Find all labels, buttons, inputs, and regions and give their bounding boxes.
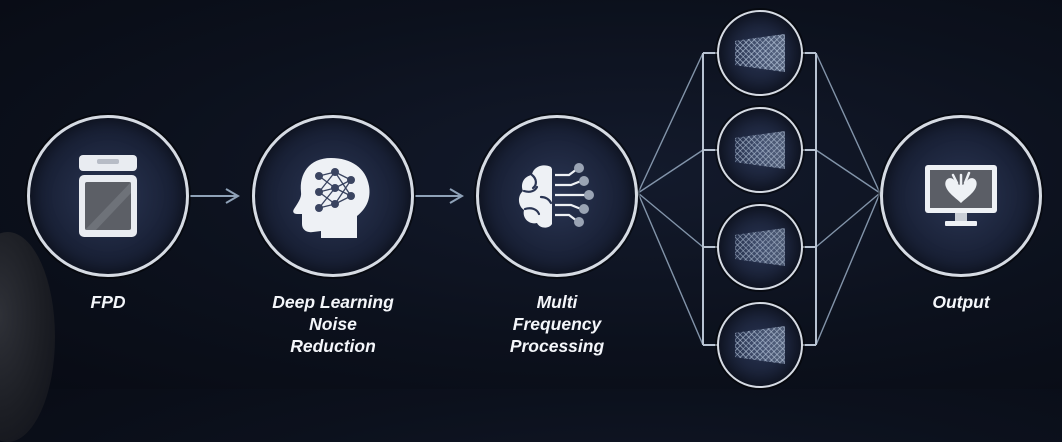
neural-network-head-icon — [293, 158, 370, 238]
frequency-mesh-icon — [735, 228, 785, 266]
frequency-band-node-2 — [717, 107, 803, 193]
deep-learning-label: Deep Learning Noise Reduction — [272, 292, 394, 356]
multi-frequency-node — [476, 115, 638, 277]
output-label: Output — [932, 292, 990, 312]
fpd-node — [27, 115, 189, 277]
arrowhead-fpd-to-dl — [225, 188, 240, 204]
rail-stubs — [703, 52, 816, 346]
monitor-heart-icon — [925, 165, 997, 226]
deep-learning-node — [252, 115, 414, 277]
frequency-mesh-icon — [735, 131, 785, 169]
arrowhead-dl-to-mfp — [449, 188, 464, 204]
frequency-mesh-icon — [735, 326, 785, 364]
output-node — [880, 115, 1042, 277]
multi-frequency-label: Multi Frequency Processing — [509, 292, 605, 356]
flow-connectors — [190, 52, 881, 346]
fan-out-lines — [637, 52, 704, 346]
flat-panel-detector-icon — [79, 155, 137, 237]
frequency-mesh-icon — [735, 34, 785, 72]
frequency-band-node-1 — [717, 10, 803, 96]
brain-circuit-icon — [518, 163, 594, 228]
frequency-band-node-3 — [717, 204, 803, 290]
frequency-band-node-4 — [717, 302, 803, 388]
fan-in-lines — [815, 52, 881, 346]
fpd-label: FPD — [90, 292, 126, 312]
